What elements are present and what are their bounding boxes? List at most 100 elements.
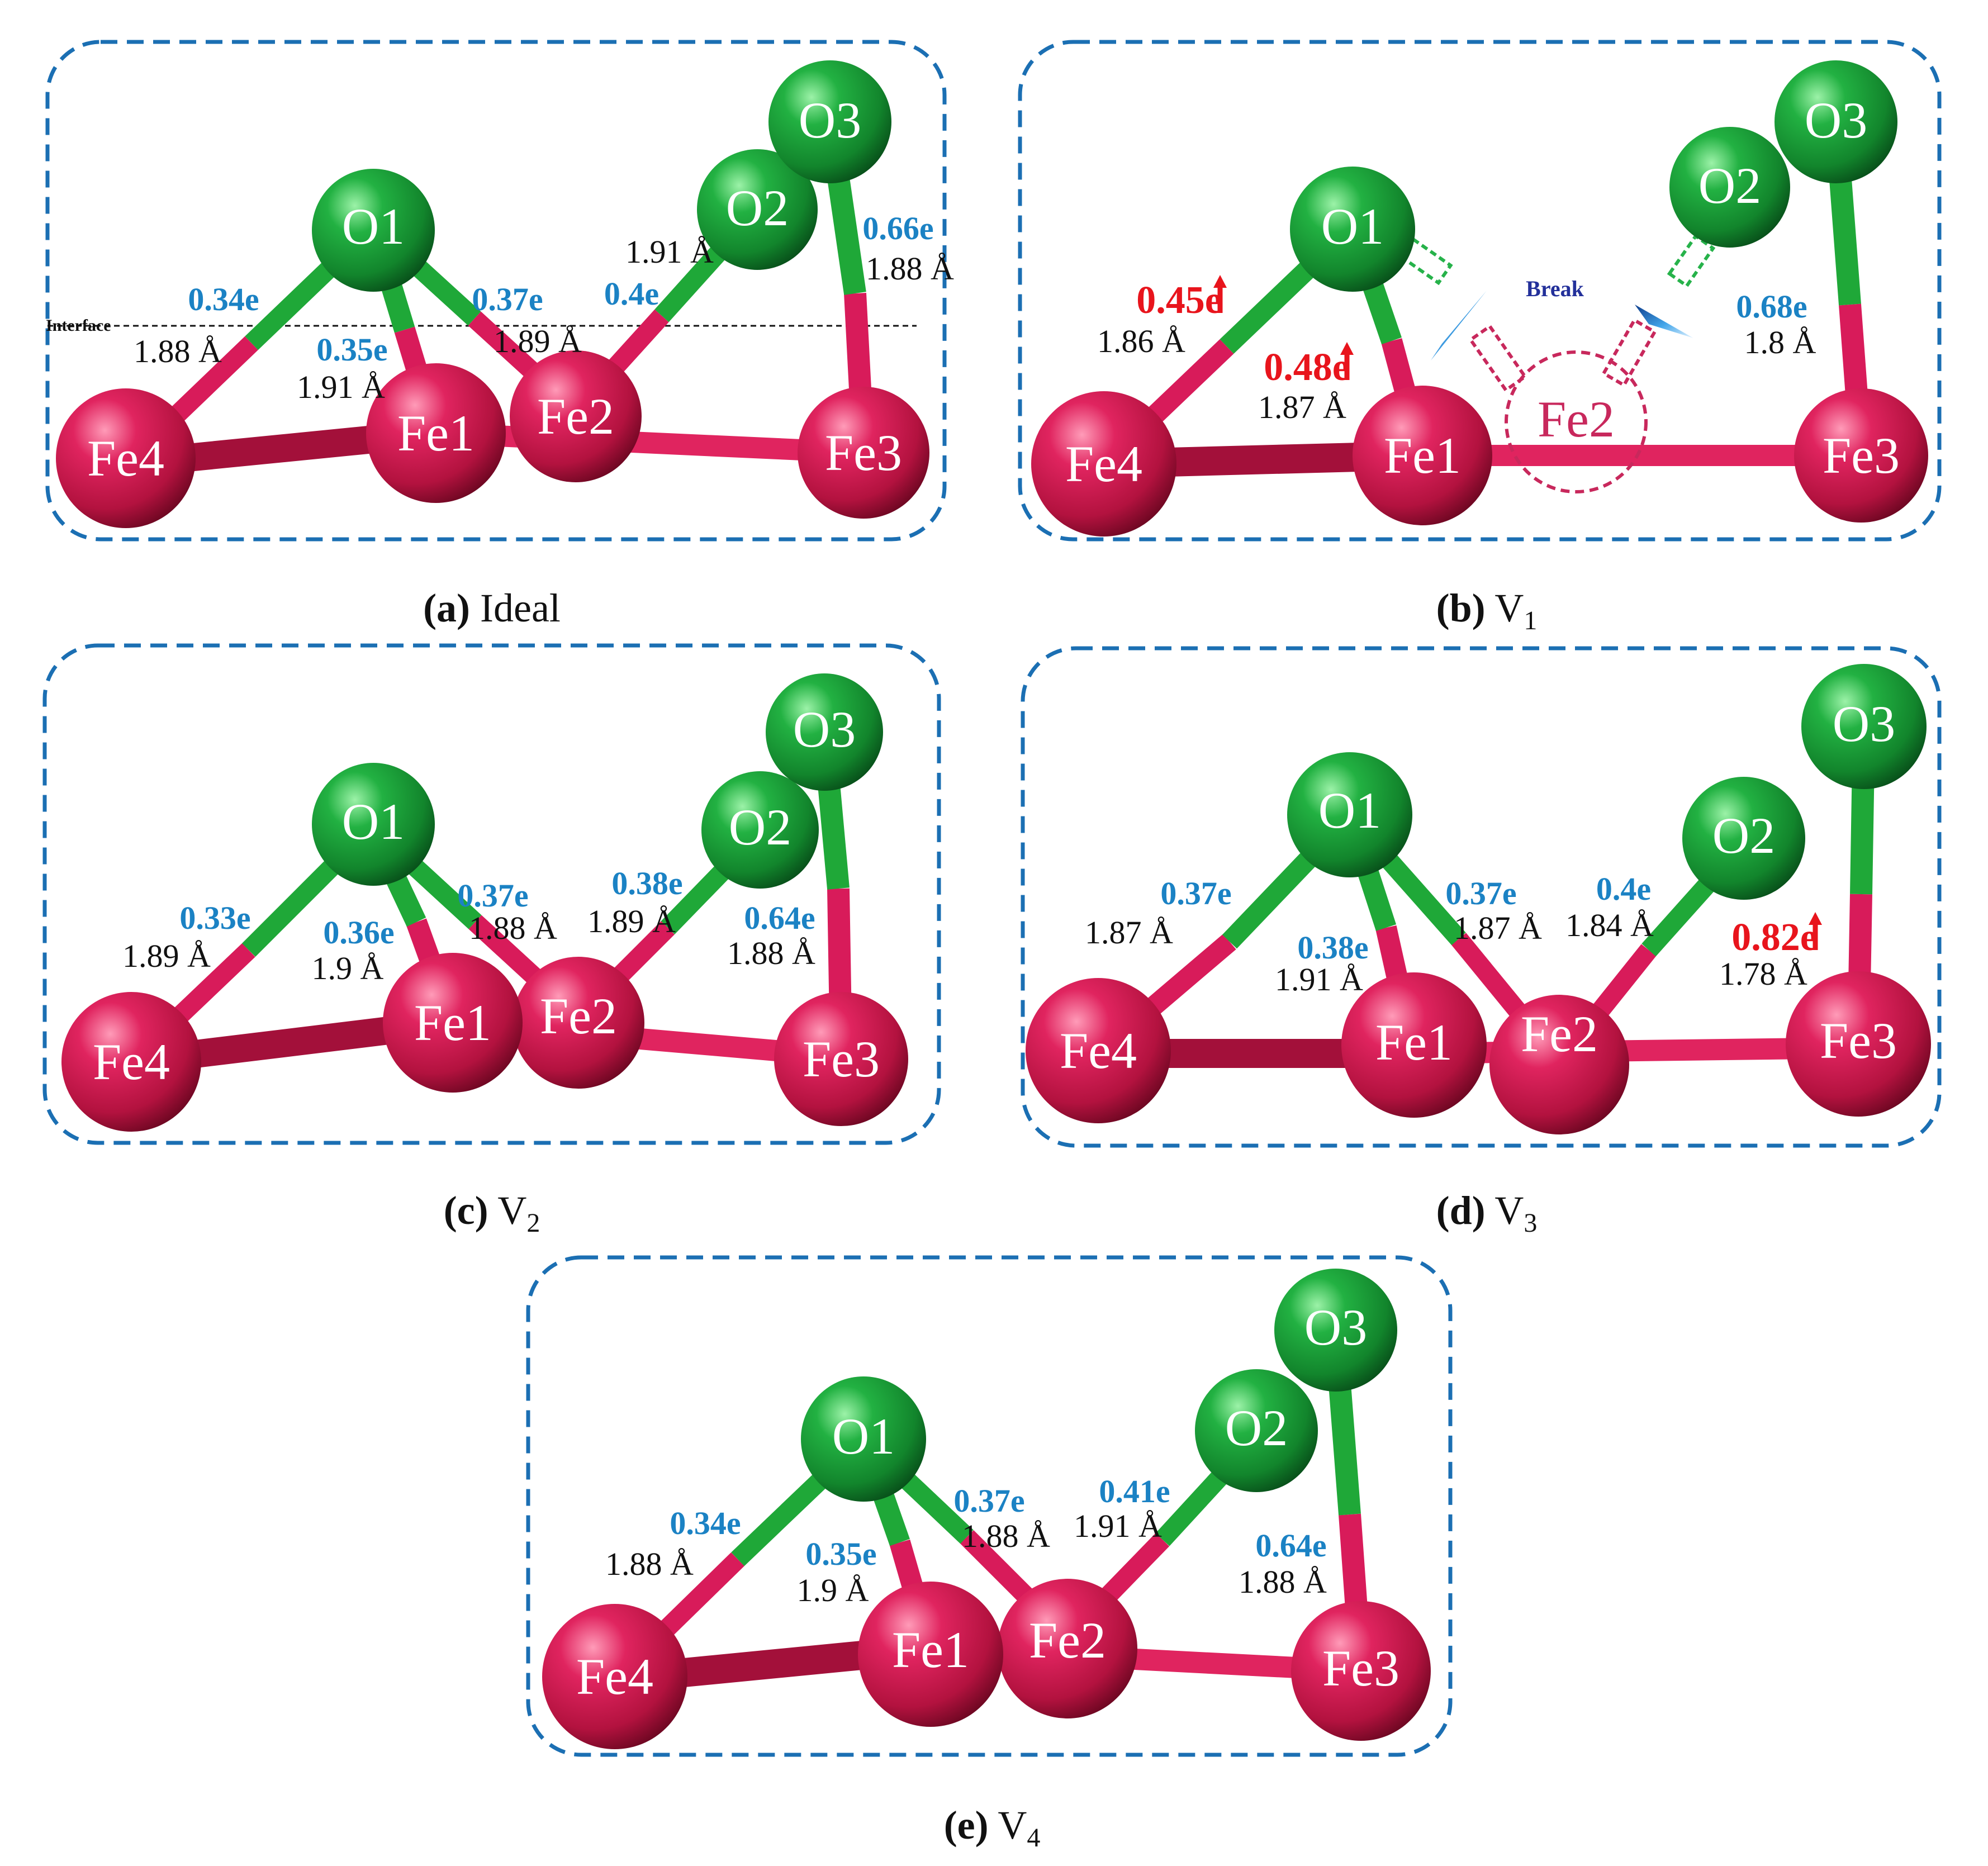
svg-text:O2: O2 — [1698, 157, 1761, 214]
charge-fe4-o1: 0.33e — [179, 900, 250, 936]
svg-text:Fe1: Fe1 — [1384, 427, 1461, 484]
panel-b: Fe2 Break Fe4 Fe1 Fe3 O1 O2 O3 0.45e 1.8… — [1018, 40, 1942, 635]
atom-fe4: Fe4 — [56, 388, 196, 528]
dist-fe1-o1: 1.9 Å — [797, 1572, 869, 1608]
atom-fe1: Fe1 — [1341, 972, 1487, 1118]
atom-o1: O1 — [312, 169, 435, 292]
charge-fe3-o3: 0.64e — [1255, 1527, 1326, 1564]
panel-caption: (e) V4 — [944, 1803, 1041, 1853]
svg-text:Fe2: Fe2 — [537, 388, 614, 445]
svg-text:Fe4: Fe4 — [93, 1033, 170, 1090]
atom-fe2: Fe2 — [998, 1579, 1137, 1718]
svg-text:Fe4: Fe4 — [1060, 1022, 1137, 1079]
charge-fe2-o1: 0.37e — [953, 1483, 1024, 1519]
atom-fe4: Fe4 — [61, 992, 201, 1132]
charge-fe1-o1: 0.36e — [323, 914, 394, 951]
panel-e: Fe2 Fe4 Fe1 Fe3 O1 O2 O3 0.34e 1.88 Å 0.… — [526, 1255, 1453, 1853]
charge-fe3-o3: 0.64e — [744, 900, 815, 936]
dist-fe2-o2: 1.84 Å — [1565, 907, 1654, 943]
atom-o2: O2 — [1669, 127, 1790, 248]
svg-text:Fe1: Fe1 — [414, 994, 491, 1051]
dist-fe3-o3: 1.88 Å — [727, 935, 815, 971]
panel-caption: (b) V1 — [1436, 586, 1538, 635]
panel-d: Fe2 Fe4 Fe1 Fe3 O1 O2 O3 0.37e 1.87 Å 0.… — [1021, 646, 1942, 1238]
atom-fe4: Fe4 — [1026, 978, 1171, 1123]
svg-text:O1: O1 — [832, 1408, 895, 1465]
break-label: Break — [1526, 276, 1584, 301]
svg-text:O1: O1 — [1321, 198, 1384, 255]
atom-fe1: Fe1 — [1353, 386, 1492, 525]
charge-fe3-o3: 0.82e — [1731, 916, 1818, 959]
charge-fe1-o1: 0.35e — [805, 1536, 876, 1572]
dist-fe2-o1: 1.88 Å — [469, 910, 557, 946]
panel-frame — [45, 40, 947, 542]
atom-o1: O1 — [1290, 167, 1415, 292]
panel-caption: (c) V2 — [444, 1188, 540, 1238]
bond-fe1-fe3 — [435, 422, 864, 463]
svg-text:O3: O3 — [799, 92, 861, 149]
dist-fe4-o1: 1.87 Å — [1085, 914, 1173, 951]
panel-a: Interface Fe2 Fe4 Fe1 Fe3 O1 O2 — [45, 40, 954, 630]
atom-o3: O3 — [768, 60, 891, 183]
charge-fe1-o1: 0.35e — [316, 331, 387, 368]
atom-o3: O3 — [1274, 1269, 1397, 1392]
dist-fe1-o1: 1.91 Å — [297, 369, 385, 405]
svg-text:Fe3: Fe3 — [1820, 1012, 1897, 1069]
charge-fe4-o1: 0.34e — [670, 1505, 741, 1541]
svg-text:O2: O2 — [1712, 807, 1775, 864]
svg-text:O3: O3 — [1833, 695, 1895, 752]
atom-o1: O1 — [312, 763, 435, 886]
panel-frame — [1021, 646, 1942, 1148]
charge-fe2-o2: 0.38e — [611, 865, 682, 901]
svg-text:Fe2: Fe2 — [1521, 1005, 1598, 1062]
panel-c: Fe2 Fe4 Fe1 Fe3 O1 O2 O3 0.33e 1.89 Å 0.… — [42, 643, 941, 1238]
svg-text:O3: O3 — [793, 701, 856, 758]
panel-caption: (d) V3 — [1436, 1188, 1538, 1238]
charge-fe3-o3: 0.66e — [862, 210, 933, 246]
svg-text:Fe3: Fe3 — [1322, 1640, 1399, 1697]
dist-fe3-o3: 1.78 Å — [1719, 956, 1807, 992]
dist-fe4-o1: 1.86 Å — [1097, 323, 1185, 359]
atom-fe1: Fe1 — [366, 363, 506, 503]
atom-fe3: Fe3 — [798, 387, 929, 519]
dist-fe4-o1: 1.89 Å — [122, 938, 211, 974]
svg-text:O2: O2 — [726, 179, 789, 236]
dist-fe4-o1: 1.88 Å — [605, 1546, 694, 1582]
increase-arrow-icon — [1340, 342, 1354, 380]
atom-o3: O3 — [1801, 664, 1927, 789]
svg-text:Fe3: Fe3 — [1823, 427, 1900, 484]
svg-text:Fe3: Fe3 — [803, 1031, 880, 1088]
svg-text:Fe1: Fe1 — [1375, 1014, 1453, 1071]
atom-fe2: Fe2 — [513, 957, 644, 1089]
svg-text:O1: O1 — [342, 198, 405, 255]
charge-fe2-o1: 0.37e — [472, 281, 543, 317]
svg-text:Fe1: Fe1 — [892, 1621, 969, 1678]
atom-fe2: Fe2 — [510, 350, 642, 482]
charge-fe2-o2: 0.41e — [1099, 1473, 1170, 1509]
dist-fe3-o3: 1.8 Å — [1744, 324, 1816, 360]
panel-frame — [1018, 40, 1942, 542]
charge-fe4-o1: 0.37e — [1160, 875, 1231, 911]
svg-text:Fe4: Fe4 — [1065, 435, 1142, 492]
atom-o2: O2 — [701, 771, 819, 889]
broken-bond-ghosts — [1398, 234, 1716, 393]
dist-fe3-o3: 1.88 Å — [1239, 1564, 1327, 1600]
atom-fe3: Fe3 — [774, 992, 908, 1126]
dist-fe1-o1: 1.87 Å — [1258, 389, 1346, 425]
svg-text:Fe2: Fe2 — [1538, 391, 1615, 448]
charge-fe2-o1: 0.37e — [1445, 875, 1516, 911]
svg-text:Fe4: Fe4 — [87, 430, 164, 487]
charge-fe3-o3: 0.68e — [1736, 288, 1807, 325]
dist-fe2-o1: 1.87 Å — [1454, 910, 1542, 946]
panel-caption: (a) Ideal — [423, 586, 561, 630]
atom-fe4: Fe4 — [1031, 391, 1176, 536]
atom-fe3: Fe3 — [1794, 388, 1928, 523]
svg-text:Fe2: Fe2 — [1029, 1612, 1106, 1669]
atom-o2: O2 — [697, 149, 818, 270]
svg-text:Fe2: Fe2 — [540, 987, 617, 1044]
charge-fe1-o1: 0.38e — [1297, 929, 1368, 966]
svg-text:O2: O2 — [1225, 1399, 1288, 1456]
atom-fe3: Fe3 — [1291, 1601, 1431, 1741]
atom-o1: O1 — [1287, 752, 1412, 877]
